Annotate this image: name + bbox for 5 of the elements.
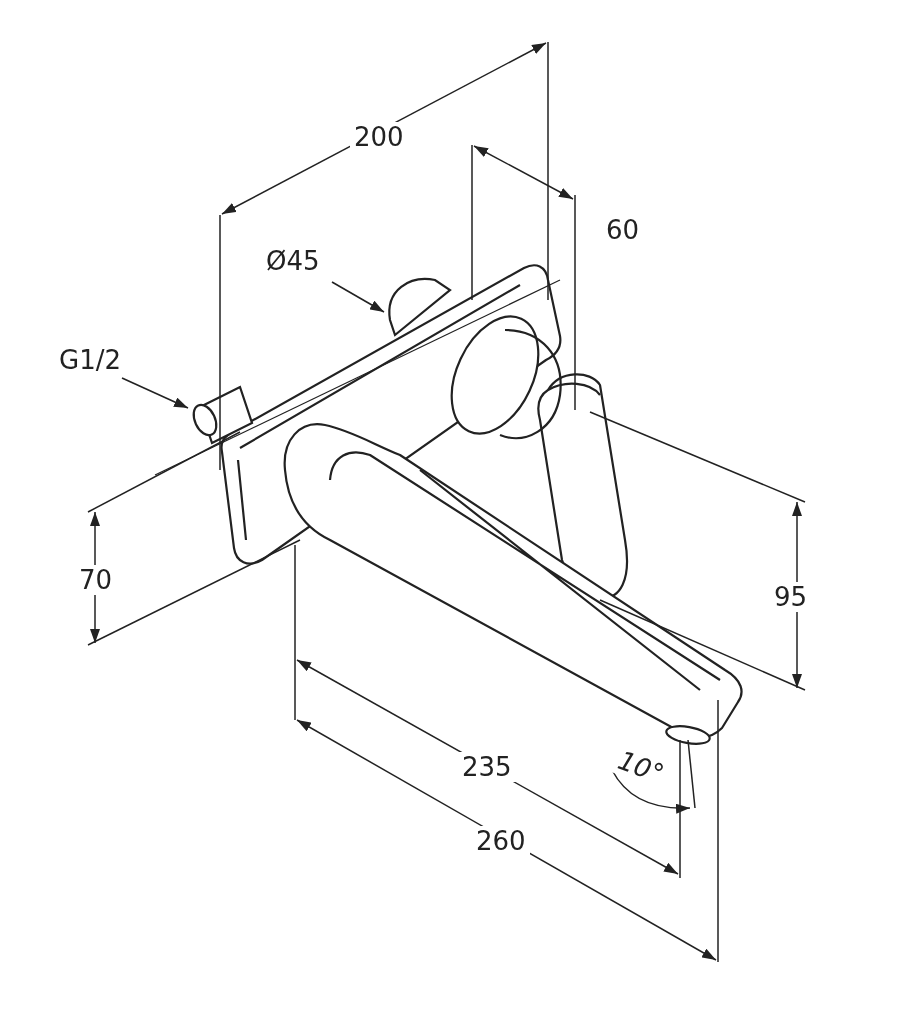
leader-line <box>121 377 189 409</box>
cover-rosette <box>388 278 452 337</box>
leader-line <box>331 281 385 313</box>
pipe-stub <box>192 385 254 445</box>
dimension-label: 235 <box>458 752 516 782</box>
